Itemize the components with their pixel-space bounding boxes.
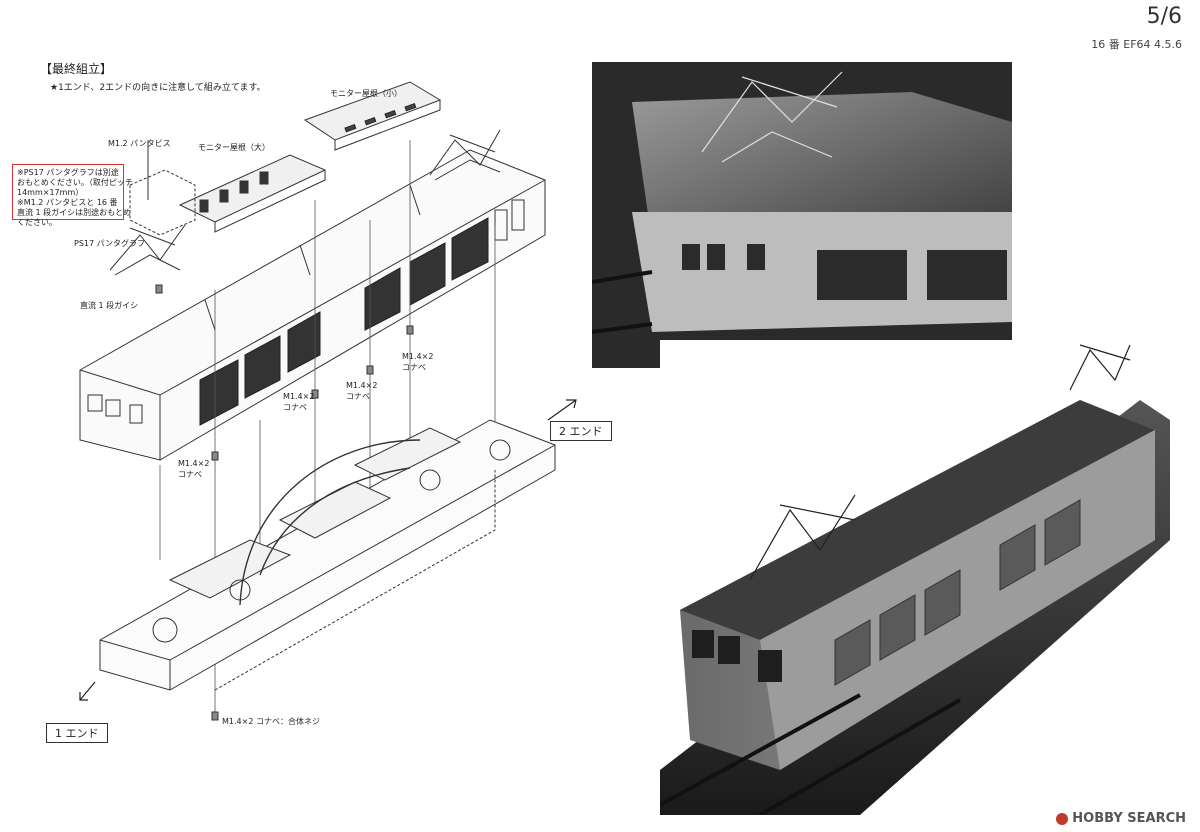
label-screw-a-sub: コナベ (178, 470, 202, 479)
label-monitor-roof-large: モニター屋根（大） (198, 143, 270, 152)
hobby-search-logo-icon (1056, 812, 1069, 825)
monitor-roof-small (303, 81, 442, 151)
photo-closeup-image (592, 62, 1012, 368)
label-screw-bottom: M1.4×2 コナベ：合体ネジ (222, 717, 320, 726)
photo-full-view (660, 340, 1170, 815)
section-title: 【最終組立】 (40, 62, 113, 76)
label-screw-c: M1.4×2 (346, 381, 378, 390)
label-screw-a: M1.4×2 (178, 459, 210, 468)
notice-line: ※M1.2 パンタビスと 16 番 (17, 198, 118, 207)
end-1-label: 1 エンド (46, 723, 108, 743)
notice-line: おもとめください。（取付ピッチ (17, 178, 133, 187)
label-screw-c-sub: コナベ (346, 392, 370, 401)
notice-line: ください。 (17, 218, 57, 227)
photo-full-view-image (660, 344, 1170, 815)
watermark: HOBBY SEARCH (1056, 811, 1186, 826)
label-insulator: 直流 1 段ガイシ (80, 301, 139, 310)
label-pantograph: PS17 パンタグラフ (74, 239, 146, 248)
page-number: 5/6 (1146, 4, 1182, 29)
monitor-roof-large (178, 154, 327, 233)
label-screw-d-sub: コナベ (402, 363, 426, 372)
model-subtitle: 16 番 EF64 4.5.6 (1091, 38, 1182, 51)
photo-closeup (592, 62, 1012, 368)
chassis (99, 419, 556, 691)
notice-box: ※PS17 パンタグラフは別途 おもとめください。（取付ピッチ 14mm×17m… (12, 164, 133, 227)
watermark-text: HOBBY SEARCH (1072, 811, 1186, 826)
label-panta-screw: M1.2 パンタビス (108, 139, 171, 148)
pantograph-left (109, 224, 186, 276)
label-screw-b-sub: コナベ (283, 403, 307, 412)
pantograph-right (429, 129, 501, 181)
notice-line: 直流 1 段ガイシは別途おもとめ (17, 208, 132, 217)
label-monitor-roof-small: モニター屋根（小） (330, 89, 402, 98)
end-2-label: 2 エンド (550, 421, 612, 441)
assembly-instruction: ★1エンド、2エンドの向きに注意して組み立てます。 (50, 83, 266, 93)
label-screw-b: M1.4×2 (283, 392, 315, 401)
exploded-assembly-diagram (79, 81, 577, 721)
label-screw-d: M1.4×2 (402, 352, 434, 361)
body-shell (79, 149, 546, 461)
notice-line: 14mm×17mm） (17, 188, 84, 197)
notice-line: ※PS17 パンタグラフは別途 (17, 168, 119, 177)
